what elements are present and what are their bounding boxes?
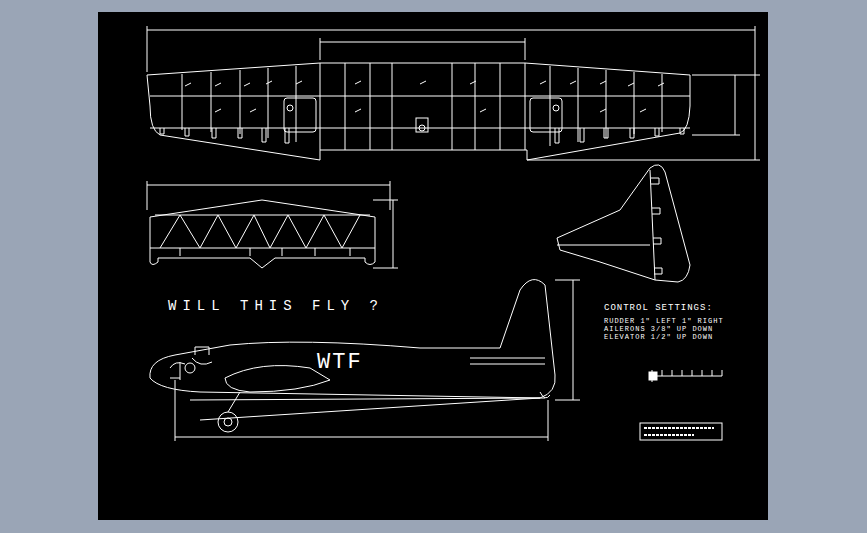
- table-row: ELEVATOR 1/2" UP DOWN: [604, 334, 713, 341]
- table-heading: CONTROL SETTINGS:: [604, 304, 713, 313]
- table-row: AILERONS 3/8" UP DOWN: [604, 326, 713, 333]
- fuselage-marking: WTF: [317, 352, 363, 374]
- table-row: RUDDER 1" LEFT 1" RIGHT: [604, 318, 724, 325]
- note-text: WILL THIS FLY ?: [168, 299, 384, 313]
